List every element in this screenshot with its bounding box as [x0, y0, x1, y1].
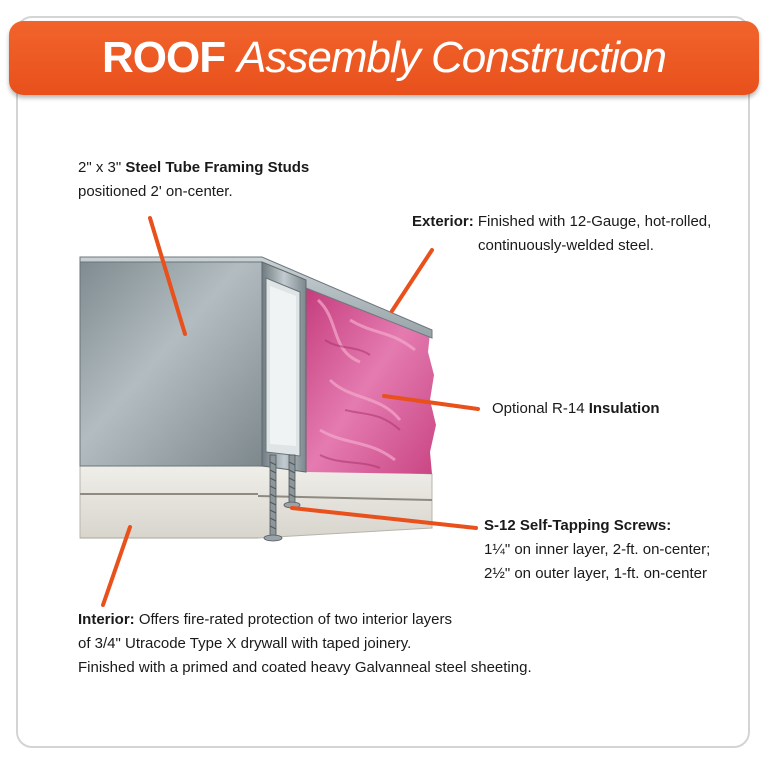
leader-studs: [148, 216, 187, 336]
interior-bold: Interior:: [78, 611, 135, 628]
screws-line1: 1¼" on inner layer, 2-ft. on-center;: [484, 541, 711, 558]
studs-line2: positioned 2' on-center.: [78, 183, 233, 200]
exterior-line2: continuously-welded steel.: [478, 237, 654, 254]
leader-insulation: [382, 394, 480, 411]
leader-interior: [101, 525, 132, 607]
screws-bold: S-12 Self-Tapping Screws:: [484, 517, 672, 534]
exterior-line1: Finished with 12-Gauge, hot-rolled,: [473, 213, 712, 230]
callout-studs: 2" x 3" Steel Tube Framing Studs positio…: [78, 156, 309, 204]
insulation-prefix: Optional R-14: [492, 400, 589, 417]
title-strong: ROOF: [101, 33, 226, 82]
interior-line1: Offers fire-rated protection of two inte…: [134, 611, 453, 628]
screws-line2: 2½" on outer layer, 1-ft. on-center: [484, 565, 707, 582]
exterior-bold: Exterior:: [412, 213, 474, 230]
leader-exterior: [390, 248, 434, 313]
callout-insulation: Optional R-14 Insulation: [492, 397, 660, 421]
insulation-bold: Insulation: [588, 400, 660, 417]
self-tapping-screws: [263, 454, 301, 542]
drywall-layers: [79, 465, 433, 539]
steel-channel: [261, 261, 307, 473]
title-banner: ROOF Assembly Construction: [9, 21, 759, 95]
callout-exterior: Exterior: Finished with 12-Gauge, hot-ro…: [412, 210, 711, 258]
insulation-block: [306, 284, 436, 474]
callout-interior: Interior: Offers fire-rated protection o…: [78, 608, 532, 680]
callout-screws: S-12 Self-Tapping Screws: 1¼" on inner l…: [484, 514, 710, 586]
leader-screws: [290, 506, 478, 530]
interior-line3: Finished with a primed and coated heavy …: [78, 659, 532, 676]
studs-prefix: 2" x 3": [78, 159, 126, 176]
interior-line2: of 3/4" Utracode Type X drywall with tap…: [78, 635, 412, 652]
title-light: Assembly Construction: [237, 33, 667, 82]
callout-leaders: [101, 216, 480, 607]
studs-bold: Steel Tube Framing Studs: [125, 159, 310, 176]
